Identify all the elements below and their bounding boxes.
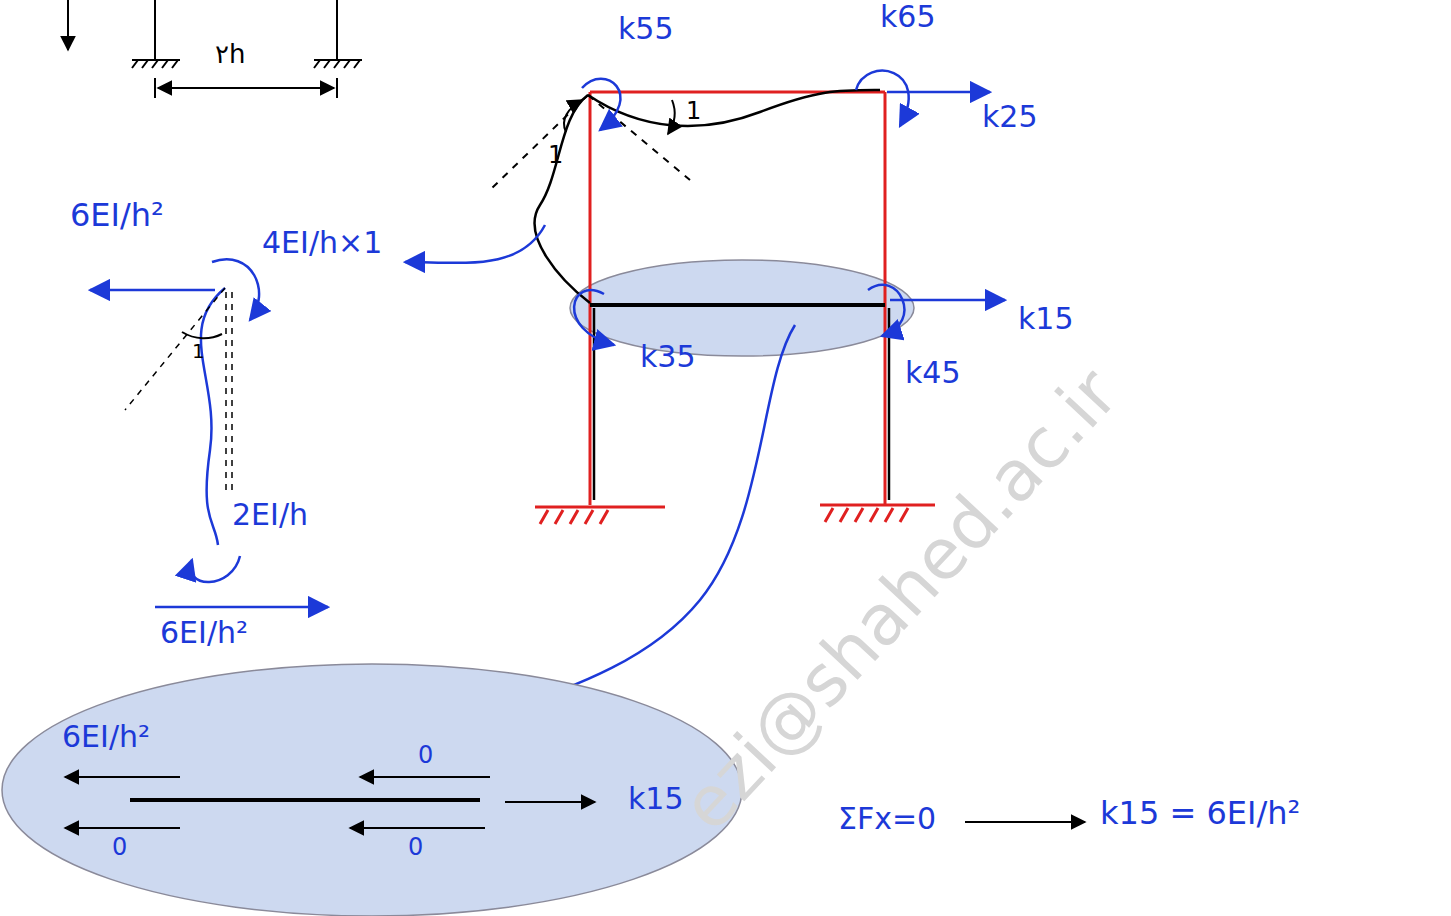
unit-rotation: 1 [192,340,205,362]
moment-label: 4EI/h×1 [262,226,382,259]
zero-value: 0 [408,834,423,860]
stiffness-label: k25 [982,100,1038,133]
stiffness-label: k45 [905,356,961,389]
free-body-region: 6EI/h²000k15 [0,662,745,916]
unit-rotation: 1 [686,98,701,124]
watermark: ezi@shahed.ac.ir [668,355,1133,846]
force-label: 6EI/h² [62,720,150,753]
moment-label: 2EI/h [232,498,308,531]
equilibrium-equation: ΣFx=0 [838,802,936,835]
zero-value: 0 [418,742,433,768]
stiffness-label: k65 [880,0,936,33]
stiffness-label: k15 [1018,302,1074,335]
stiffness-label: k55 [618,12,674,45]
stiffness-label: k35 [640,340,696,373]
force-label: 6EI/h² [160,616,248,649]
dimension-label: ۲h [215,40,245,69]
result-equation: k15 = 6EI/h² [1100,796,1300,831]
zero-value: 0 [112,834,127,860]
force-label: 6EI/h² [70,198,164,233]
unit-rotation: 1 [548,142,563,168]
